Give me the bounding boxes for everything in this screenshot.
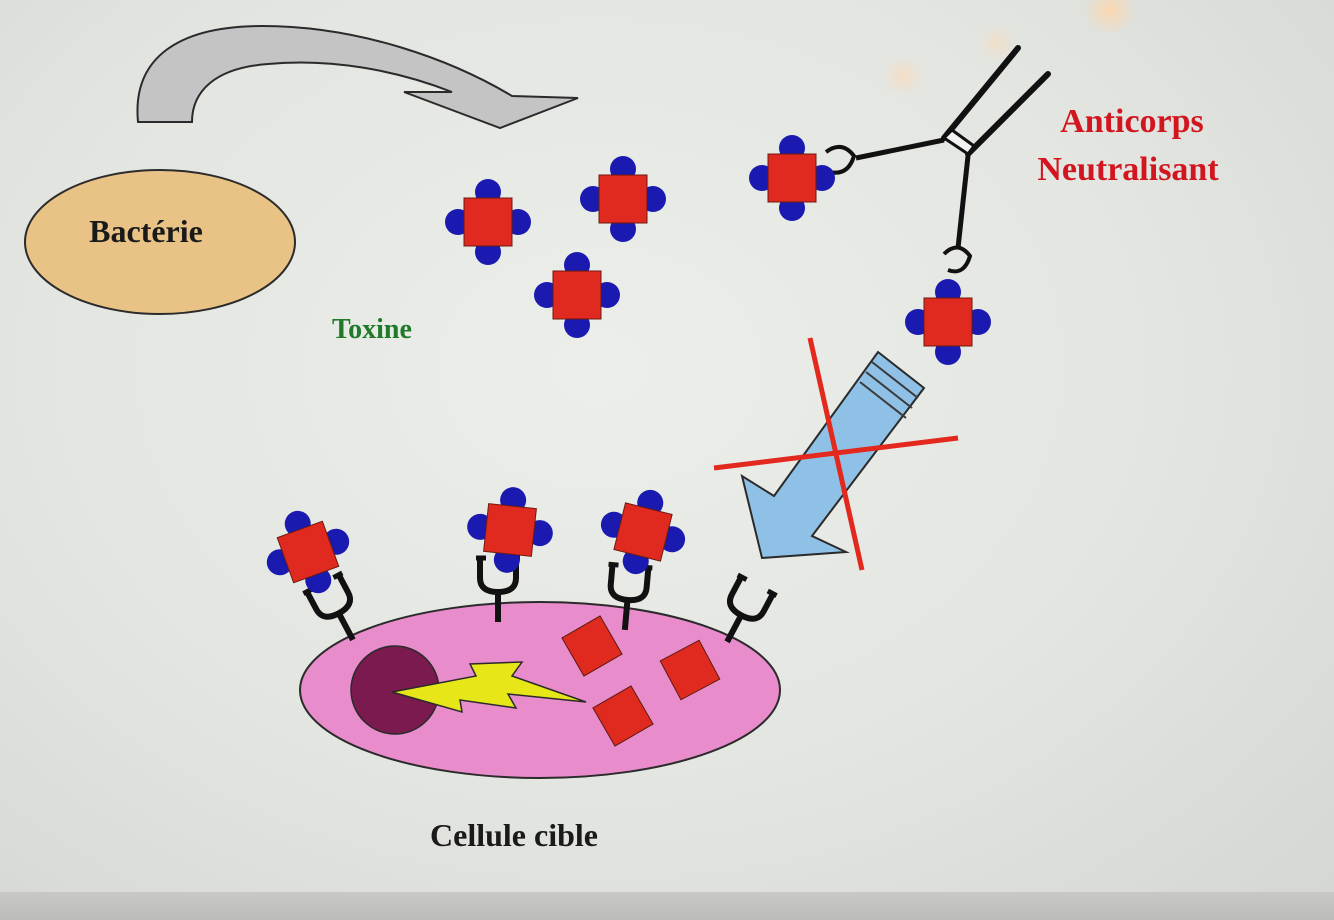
- lightning-icon: [391, 661, 587, 714]
- toxin-on-receptor: [590, 479, 696, 585]
- toxin: [579, 155, 667, 243]
- curved-arrow-icon: [136, 24, 579, 130]
- toxin-bound: [748, 134, 836, 222]
- toxin-on-receptor: [462, 482, 558, 578]
- neutralizing-antibody: [824, 45, 1051, 274]
- toxin-label: Toxine: [332, 314, 412, 345]
- antibody-label-line1: Anticorps: [1060, 103, 1204, 140]
- internalized-toxin: [592, 685, 654, 747]
- internalized-toxin: [561, 615, 623, 677]
- bacterium-label: Bactérie: [89, 213, 203, 249]
- target-cell: [299, 601, 781, 779]
- toxin: [533, 251, 621, 339]
- toxin: [444, 178, 532, 266]
- bacterium: [24, 169, 296, 315]
- target-cell-label: Cellule cible: [430, 817, 598, 853]
- antibody-label-line2: Neutralisant: [1037, 151, 1219, 188]
- cross-out-icon: [713, 337, 959, 571]
- toxin-bound: [904, 278, 992, 366]
- internalized-toxin: [659, 639, 721, 701]
- photo-bottom-edge: [0, 892, 1334, 920]
